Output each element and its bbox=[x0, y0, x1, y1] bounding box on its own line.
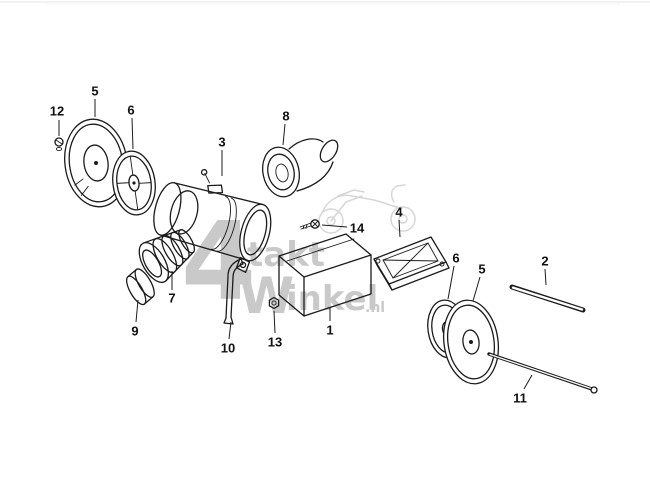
leader-line-2 bbox=[544, 268, 547, 286]
part-label-5: 5 bbox=[478, 262, 485, 277]
part-label-6: 6 bbox=[452, 251, 459, 266]
leader-line-5 bbox=[472, 276, 481, 302]
leader-line-11 bbox=[523, 374, 533, 390]
part-12-screw bbox=[54, 137, 64, 152]
part-label-8: 8 bbox=[282, 109, 289, 124]
part-label-6: 6 bbox=[127, 103, 134, 118]
part-label-5: 5 bbox=[91, 84, 98, 99]
part-5-cover-disc-right bbox=[442, 299, 500, 385]
leader-line-6 bbox=[131, 117, 134, 150]
part-6-plate-disc-left bbox=[112, 150, 156, 216]
leader-line-9 bbox=[135, 299, 139, 323]
part-7-intake-funnel bbox=[138, 229, 196, 283]
part-11-long-rod bbox=[487, 352, 598, 394]
part-4-element-holder-frame bbox=[373, 236, 450, 291]
leader-line-6 bbox=[447, 265, 455, 300]
watermark-word-w: W bbox=[239, 267, 294, 325]
watermark-moped-sketch-icon bbox=[318, 184, 416, 234]
part-13-nut bbox=[268, 296, 280, 310]
part-1-filter-element bbox=[278, 233, 372, 317]
part-8-intake-elbow-duct bbox=[261, 138, 339, 198]
part-label-10: 10 bbox=[221, 341, 235, 356]
part-label-14: 14 bbox=[350, 221, 365, 236]
watermark-word-inkel: inkel bbox=[286, 279, 378, 319]
part-label-13: 13 bbox=[268, 335, 282, 350]
part-label-1: 1 bbox=[326, 323, 333, 338]
part-label-7: 7 bbox=[168, 291, 175, 306]
part-label-4: 4 bbox=[395, 205, 403, 220]
leader-line-13 bbox=[273, 310, 276, 334]
part-10-retaining-strap bbox=[223, 258, 244, 325]
part-label-9: 9 bbox=[131, 324, 138, 339]
part-9-mounting-ring bbox=[125, 268, 155, 306]
watermark-domain-suffix: .nl bbox=[365, 300, 385, 316]
part-3-air-cleaner-case bbox=[153, 168, 272, 274]
part-14-screw bbox=[299, 219, 320, 230]
part-label-12: 12 bbox=[50, 104, 64, 119]
leader-line-8 bbox=[282, 123, 286, 146]
part-label-2: 2 bbox=[541, 254, 548, 269]
part-2-rod bbox=[509, 284, 586, 313]
part-label-3: 3 bbox=[218, 135, 225, 150]
watermark: 4 takt W inkel .nl bbox=[181, 184, 416, 325]
leader-line-4 bbox=[398, 219, 401, 238]
part-label-11: 11 bbox=[513, 391, 527, 406]
leader-line-10 bbox=[228, 321, 232, 340]
scan-artifacts bbox=[0, 1, 650, 5]
leader-line-14 bbox=[321, 224, 348, 228]
